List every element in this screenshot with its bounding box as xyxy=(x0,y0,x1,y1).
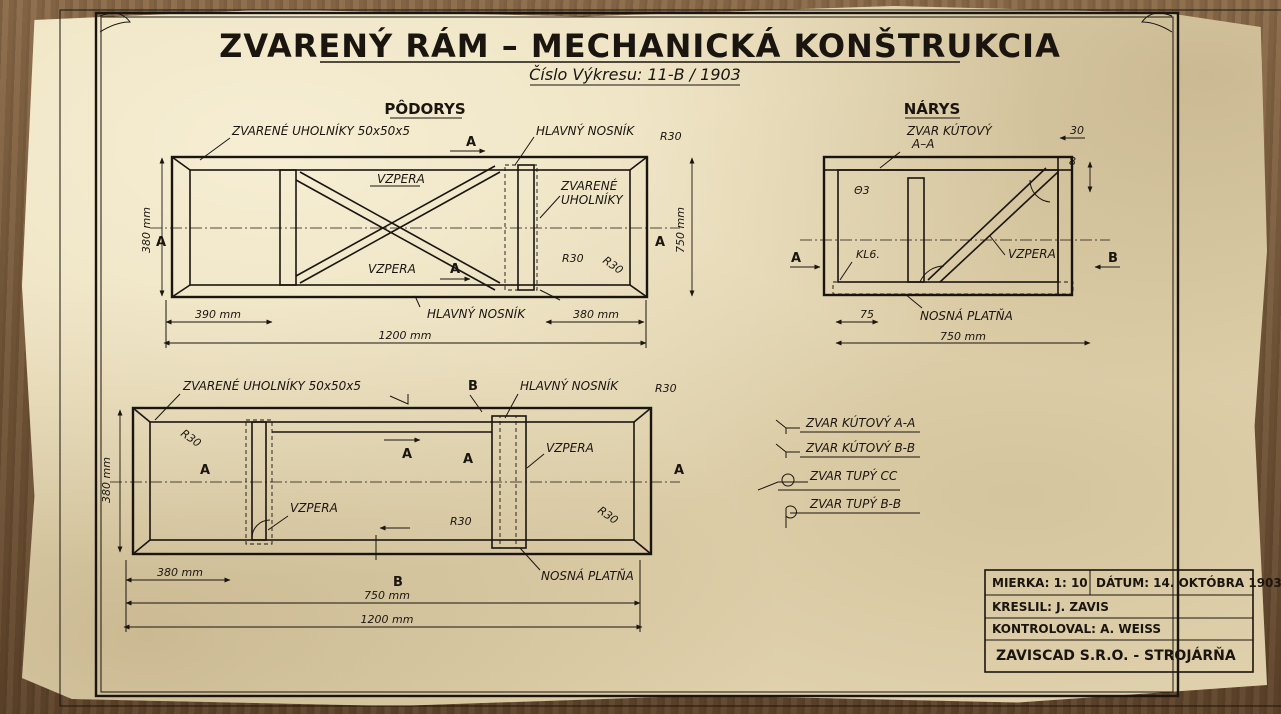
bottom-plan-view: 380 mm 380 mm 750 mm 1200 mm ZVARENÉ UHO… xyxy=(100,378,684,632)
plan-label-main-beam-bottom: HLAVNÝ NOSNÍK xyxy=(427,306,526,321)
aged-paper-sheet xyxy=(22,6,1267,706)
legend-label: ZVAR KÚTOVÝ B-B xyxy=(805,440,915,455)
elev-label-support-plate: NOSNÁ PLATŇA xyxy=(920,308,1013,323)
bottom-width-750: 750 mm xyxy=(364,589,410,602)
legend-item-butt-cc: ZVAR TUPÝ CC xyxy=(757,468,900,491)
bottom-width-380: 380 mm xyxy=(157,566,203,579)
plan-section-a-top: A xyxy=(466,135,476,150)
drawing-title: ZVARENÝ RÁM – MECHANICKÁ KONŠTRUKCIA xyxy=(219,26,1061,65)
bottom-section-a-left: A xyxy=(200,463,210,478)
bottom-label-brace-right: VZPERA xyxy=(546,441,594,455)
legend-label: ZVAR TUPÝ CC xyxy=(809,468,898,483)
plan-section-a-left: A xyxy=(156,235,166,250)
bottom-section-b-bottom: B xyxy=(393,575,403,590)
bottom-height-380: 380 mm xyxy=(100,457,113,503)
bottom-width-1200: 1200 mm xyxy=(361,613,414,626)
title-block: MIERKA: 1: 10 DÁTUM: 14. OKTÓBRA 1903 KR… xyxy=(984,569,1281,673)
elev-label-brace: VZPERA xyxy=(1008,247,1056,261)
plan-height-750: 750 mm xyxy=(674,207,687,253)
bottom-label-main-beam: HLAVNÝ NOSNÍK xyxy=(520,378,619,393)
weld-legend: ZVAR KÚTOVÝ A-A ZVAR KÚTOVÝ B-B ZVAR TUP… xyxy=(757,415,920,528)
legend-item-fillet-a: ZVAR KÚTOVÝ A-A xyxy=(775,415,920,434)
elev-section-b: B xyxy=(1108,251,1118,266)
bottom-radius-4: R30 xyxy=(595,504,620,527)
elev-kl: KL6. xyxy=(856,248,880,261)
legend-item-fillet-b: ZVAR KÚTOVÝ B-B xyxy=(775,440,920,458)
bottom-label-brace-left: VZPERA xyxy=(290,501,338,515)
elev-dim-75: 75 xyxy=(860,308,874,321)
plan-radius-2: R30 xyxy=(562,252,584,265)
bottom-label-support-plate: NOSNÁ PLATŇA xyxy=(541,568,634,583)
bottom-section-b-top: B xyxy=(468,379,478,394)
plan-label-welded-2: UHOLNÍKY xyxy=(561,192,624,207)
plan-width-1200: 1200 mm xyxy=(379,329,432,342)
drawing-number: Číslo Výkresu: 11-B / 1903 xyxy=(529,65,741,84)
elev-section-a: A xyxy=(791,251,801,266)
title-block-scale: MIERKA: 1: 10 xyxy=(992,576,1088,590)
plan-label-main-beam: HLAVNÝ NOSNÍK xyxy=(536,123,635,138)
elev-theta: Θ3 xyxy=(854,184,870,197)
bottom-radius-1: R30 xyxy=(655,382,677,395)
elev-dim-750: 750 mm xyxy=(940,330,986,343)
plan-height-380: 380 mm xyxy=(140,207,153,253)
plan-section-a-bottom: A xyxy=(450,262,460,277)
bottom-section-a-1: A xyxy=(402,447,412,462)
plan-width-390: 390 mm xyxy=(195,308,241,321)
plan-radius-1: R30 xyxy=(660,130,682,143)
sheet-border xyxy=(59,9,1281,707)
legend-label: ZVAR KÚTOVÝ A-A xyxy=(805,415,915,430)
plan-radius-3: R30 xyxy=(600,254,625,277)
title-block-checked: KONTROLOVAL: A. WEISS xyxy=(992,622,1161,636)
elev-label-fillet-weld: ZVAR KÚTOVÝ xyxy=(906,123,993,138)
plan-label-welded-angles: ZVARENÉ UHOLNÍKY 50x50x5 xyxy=(231,123,410,138)
plan-view-title: PÔDORYS xyxy=(384,99,465,118)
bottom-radius-3: R30 xyxy=(450,515,472,528)
elevation-view: NÁRYS ZVAR KÚTOVÝ A–A 30 8 Θ3 KL6. VZPER… xyxy=(790,99,1120,346)
plan-view: PÔDORYS 380 mm 750 mm 390 mm 380 mm 1200… xyxy=(140,99,695,348)
title-block-drawn: KRESLIL: J. ZAVIS xyxy=(992,600,1109,614)
plan-label-brace-bottom: VZPERA xyxy=(368,262,416,276)
plan-label-welded-1: ZVARENÉ xyxy=(560,178,618,193)
bottom-section-a-2: A xyxy=(463,452,473,467)
plan-width-380: 380 mm xyxy=(573,308,619,321)
bottom-section-a-right: A xyxy=(674,463,684,478)
legend-item-butt-bb: ZVAR TUPÝ B-B xyxy=(785,496,920,528)
corner-ornaments xyxy=(99,12,1173,33)
elev-dim-8: 8 xyxy=(1069,155,1076,168)
plan-label-brace-top: VZPERA xyxy=(377,172,425,186)
elev-label-fillet-weld-section: A–A xyxy=(911,137,934,151)
bottom-label-welded-angles: ZVARENÉ UHOLNÍKY 50x50x5 xyxy=(182,378,361,393)
bottom-radius-2: R30 xyxy=(178,427,203,450)
title-block-company: ZAVISCAD S.R.O. - STROJÁRŇA xyxy=(996,647,1236,664)
legend-label: ZVAR TUPÝ B-B xyxy=(809,496,901,511)
title-block-date: DÁTUM: 14. OKTÓBRA 1903 xyxy=(1096,575,1281,590)
elevation-view-title: NÁRYS xyxy=(904,99,961,118)
plan-section-a-right: A xyxy=(655,235,665,250)
elev-dim-30: 30 xyxy=(1070,124,1084,137)
